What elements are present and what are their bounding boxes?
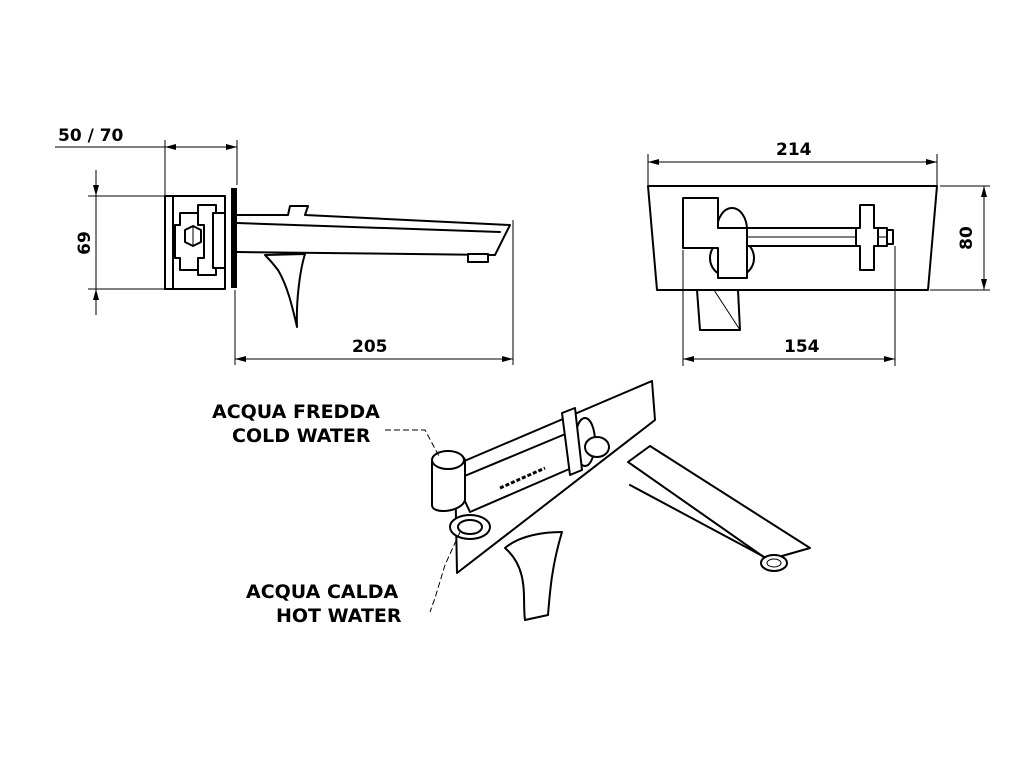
label-cold-en: COLD WATER: [232, 425, 371, 447]
label-cold-it: ACQUA FREDDA: [212, 401, 380, 423]
dimension-handle-span-label: 154: [784, 337, 820, 357]
dimension-height-label: 69: [75, 231, 95, 255]
side-view: 50 / 70 69: [55, 126, 514, 365]
label-hot-it: ACQUA CALDA: [246, 581, 398, 603]
dimension-plate-width: 214: [647, 140, 938, 185]
dimension-spout: 205: [234, 220, 514, 365]
dimension-spout-label: 205: [352, 337, 388, 357]
dimension-depth: 50 / 70: [55, 126, 238, 195]
dimension-plate-width-label: 214: [776, 140, 812, 160]
isometric-view: [385, 380, 811, 621]
dimension-handle-span: 154: [682, 246, 896, 366]
dimension-height: 69: [75, 170, 165, 315]
top-view: 214 80 154: [647, 140, 990, 366]
dimension-plate-height: 80: [930, 185, 990, 291]
label-hot-en: HOT WATER: [276, 605, 402, 627]
dimension-plate-height-label: 80: [957, 226, 977, 250]
dimension-depth-label: 50 / 70: [58, 126, 124, 146]
